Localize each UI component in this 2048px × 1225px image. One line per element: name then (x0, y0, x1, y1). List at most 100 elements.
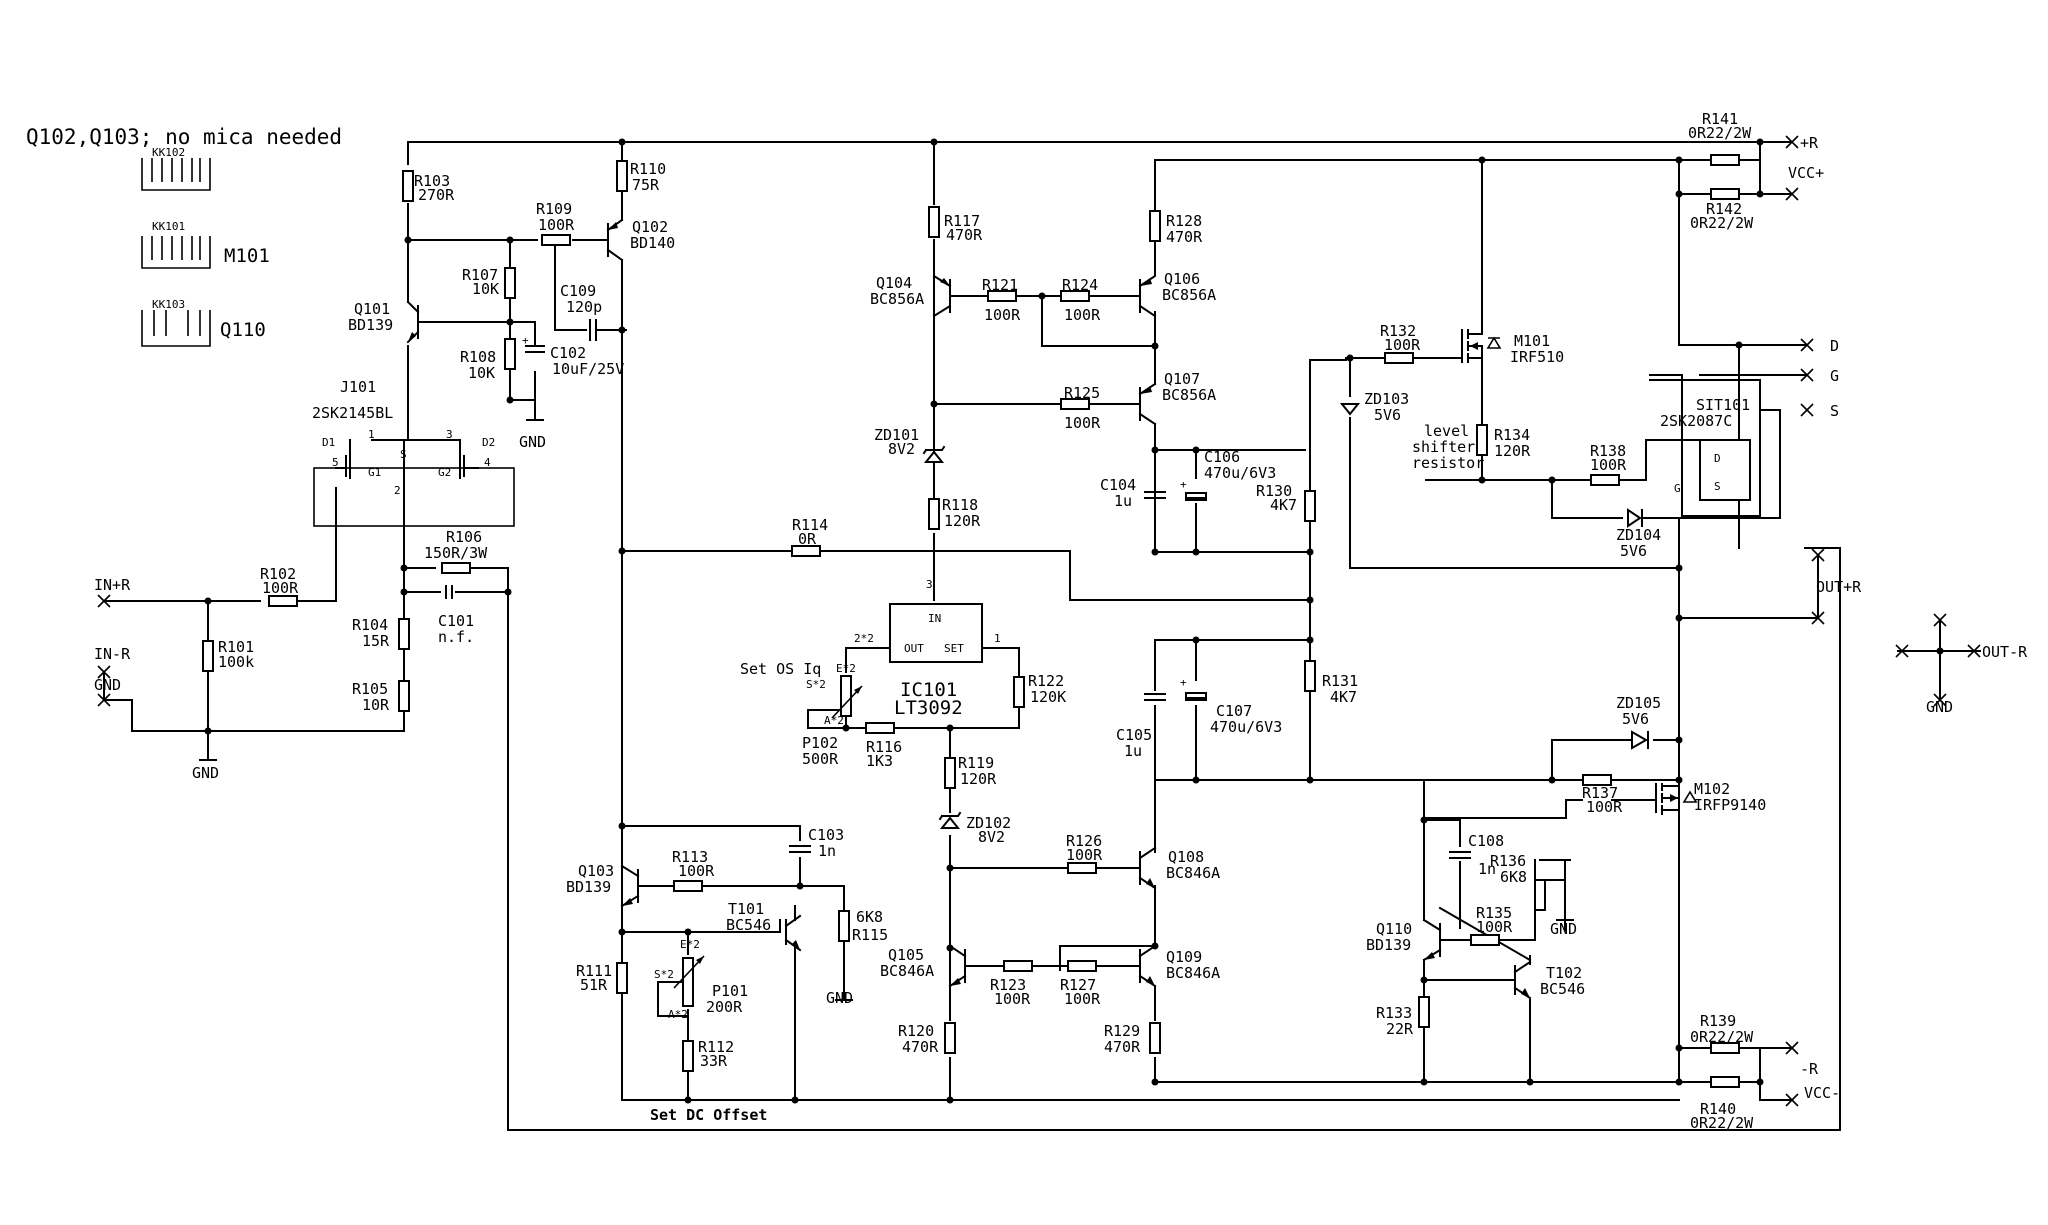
svg-text:120R: 120R (960, 770, 997, 788)
connector-vcc-minus[interactable]: VCC- (1785, 1084, 1840, 1107)
svg-text:C108: C108 (1468, 832, 1504, 850)
svg-text:R142: R142 (1706, 200, 1742, 218)
svg-text:A*2: A*2 (824, 714, 844, 727)
svg-text:100R: 100R (1476, 918, 1513, 936)
svg-text:6K8: 6K8 (1500, 868, 1527, 886)
svg-text:120R: 120R (944, 512, 981, 530)
gnd-out-label: GND (1926, 698, 1953, 716)
svg-text:0R22/2W: 0R22/2W (1690, 1114, 1754, 1132)
connector-out-minus-r[interactable]: OUT-R GND (1895, 613, 2028, 716)
svg-text:R111: R111 (576, 962, 612, 980)
connector-gnd-input[interactable]: GND (94, 676, 121, 707)
level-shifter-note-3: resistor (1412, 454, 1484, 472)
svg-text:C107: C107 (1216, 702, 1252, 720)
svg-text:3: 3 (926, 578, 933, 591)
svg-text:470R: 470R (902, 1038, 939, 1056)
svg-text:OUT: OUT (904, 642, 924, 655)
svg-text:22R: 22R (1386, 1020, 1414, 1038)
svg-text:5: 5 (332, 456, 339, 469)
svg-text:R116: R116 (866, 738, 902, 756)
svg-text:R113: R113 (672, 848, 708, 866)
svg-text:R133: R133 (1376, 1004, 1412, 1022)
svg-text:2SK2145BL: 2SK2145BL (312, 404, 393, 422)
svg-text:5V6: 5V6 (1622, 710, 1649, 728)
connector-g[interactable]: G (1800, 367, 1839, 385)
connector-minus-r[interactable]: -R (1785, 1041, 1819, 1078)
vcc-minus-label: VCC- (1804, 1084, 1840, 1102)
svg-text:15R: 15R (362, 632, 390, 650)
svg-text:Q110: Q110 (1376, 920, 1412, 938)
svg-text:Q106: Q106 (1164, 270, 1200, 288)
wiring (103, 141, 1981, 1131)
gnd-symbol-4: GND (1550, 919, 1577, 938)
kk101-part: M101 (224, 245, 270, 267)
gnd-symbol-1: GND (192, 759, 219, 782)
svg-text:P102: P102 (802, 734, 838, 752)
svg-text:200R: 200R (706, 998, 743, 1016)
out-minus-r-label: OUT-R (1982, 643, 2028, 661)
out-plus-r-label: OUT+R (1816, 578, 1862, 596)
kk103-label: KK103 (152, 298, 185, 311)
svg-text:8V2: 8V2 (888, 440, 915, 458)
svg-text:R124: R124 (1062, 276, 1098, 294)
minus-r-label: -R (1800, 1060, 1819, 1078)
svg-text:IN: IN (928, 612, 941, 625)
svg-text:BD139: BD139 (1366, 936, 1411, 954)
connector-d[interactable]: D (1800, 337, 1839, 355)
connector-in-minus-r[interactable]: IN-R (94, 645, 131, 679)
connector-s[interactable]: S (1800, 402, 1839, 420)
svg-text:R104: R104 (352, 616, 388, 634)
svg-text:S*2: S*2 (806, 678, 826, 691)
svg-text:R103: R103 (414, 172, 450, 190)
svg-text:100R: 100R (262, 579, 299, 597)
svg-text:P101: P101 (712, 982, 748, 1000)
svg-text:SET: SET (944, 642, 964, 655)
g-label: G (1830, 367, 1839, 385)
svg-text:D1: D1 (322, 436, 335, 449)
connector-plus-r[interactable]: +R (1785, 134, 1819, 152)
svg-text:BD139: BD139 (348, 316, 393, 334)
svg-text:R127: R127 (1060, 976, 1096, 994)
connector-in-plus-r[interactable]: IN+R (94, 576, 131, 608)
svg-text:8V2: 8V2 (978, 828, 1005, 846)
connector-vcc-plus[interactable] (1785, 187, 1799, 201)
svg-text:R141: R141 (1702, 110, 1738, 128)
svg-text:IC101: IC101 (900, 679, 957, 701)
svg-text:100R: 100R (984, 306, 1021, 324)
svg-text:R128: R128 (1166, 212, 1202, 230)
svg-text:+: + (1180, 676, 1187, 689)
svg-text:120p: 120p (566, 298, 602, 316)
kk102-label: KK102 (152, 146, 185, 159)
svg-text:100R: 100R (538, 216, 575, 234)
svg-text:100R: 100R (1586, 798, 1623, 816)
svg-text:R136: R136 (1490, 852, 1526, 870)
svg-text:0R22/2W: 0R22/2W (1688, 124, 1752, 142)
